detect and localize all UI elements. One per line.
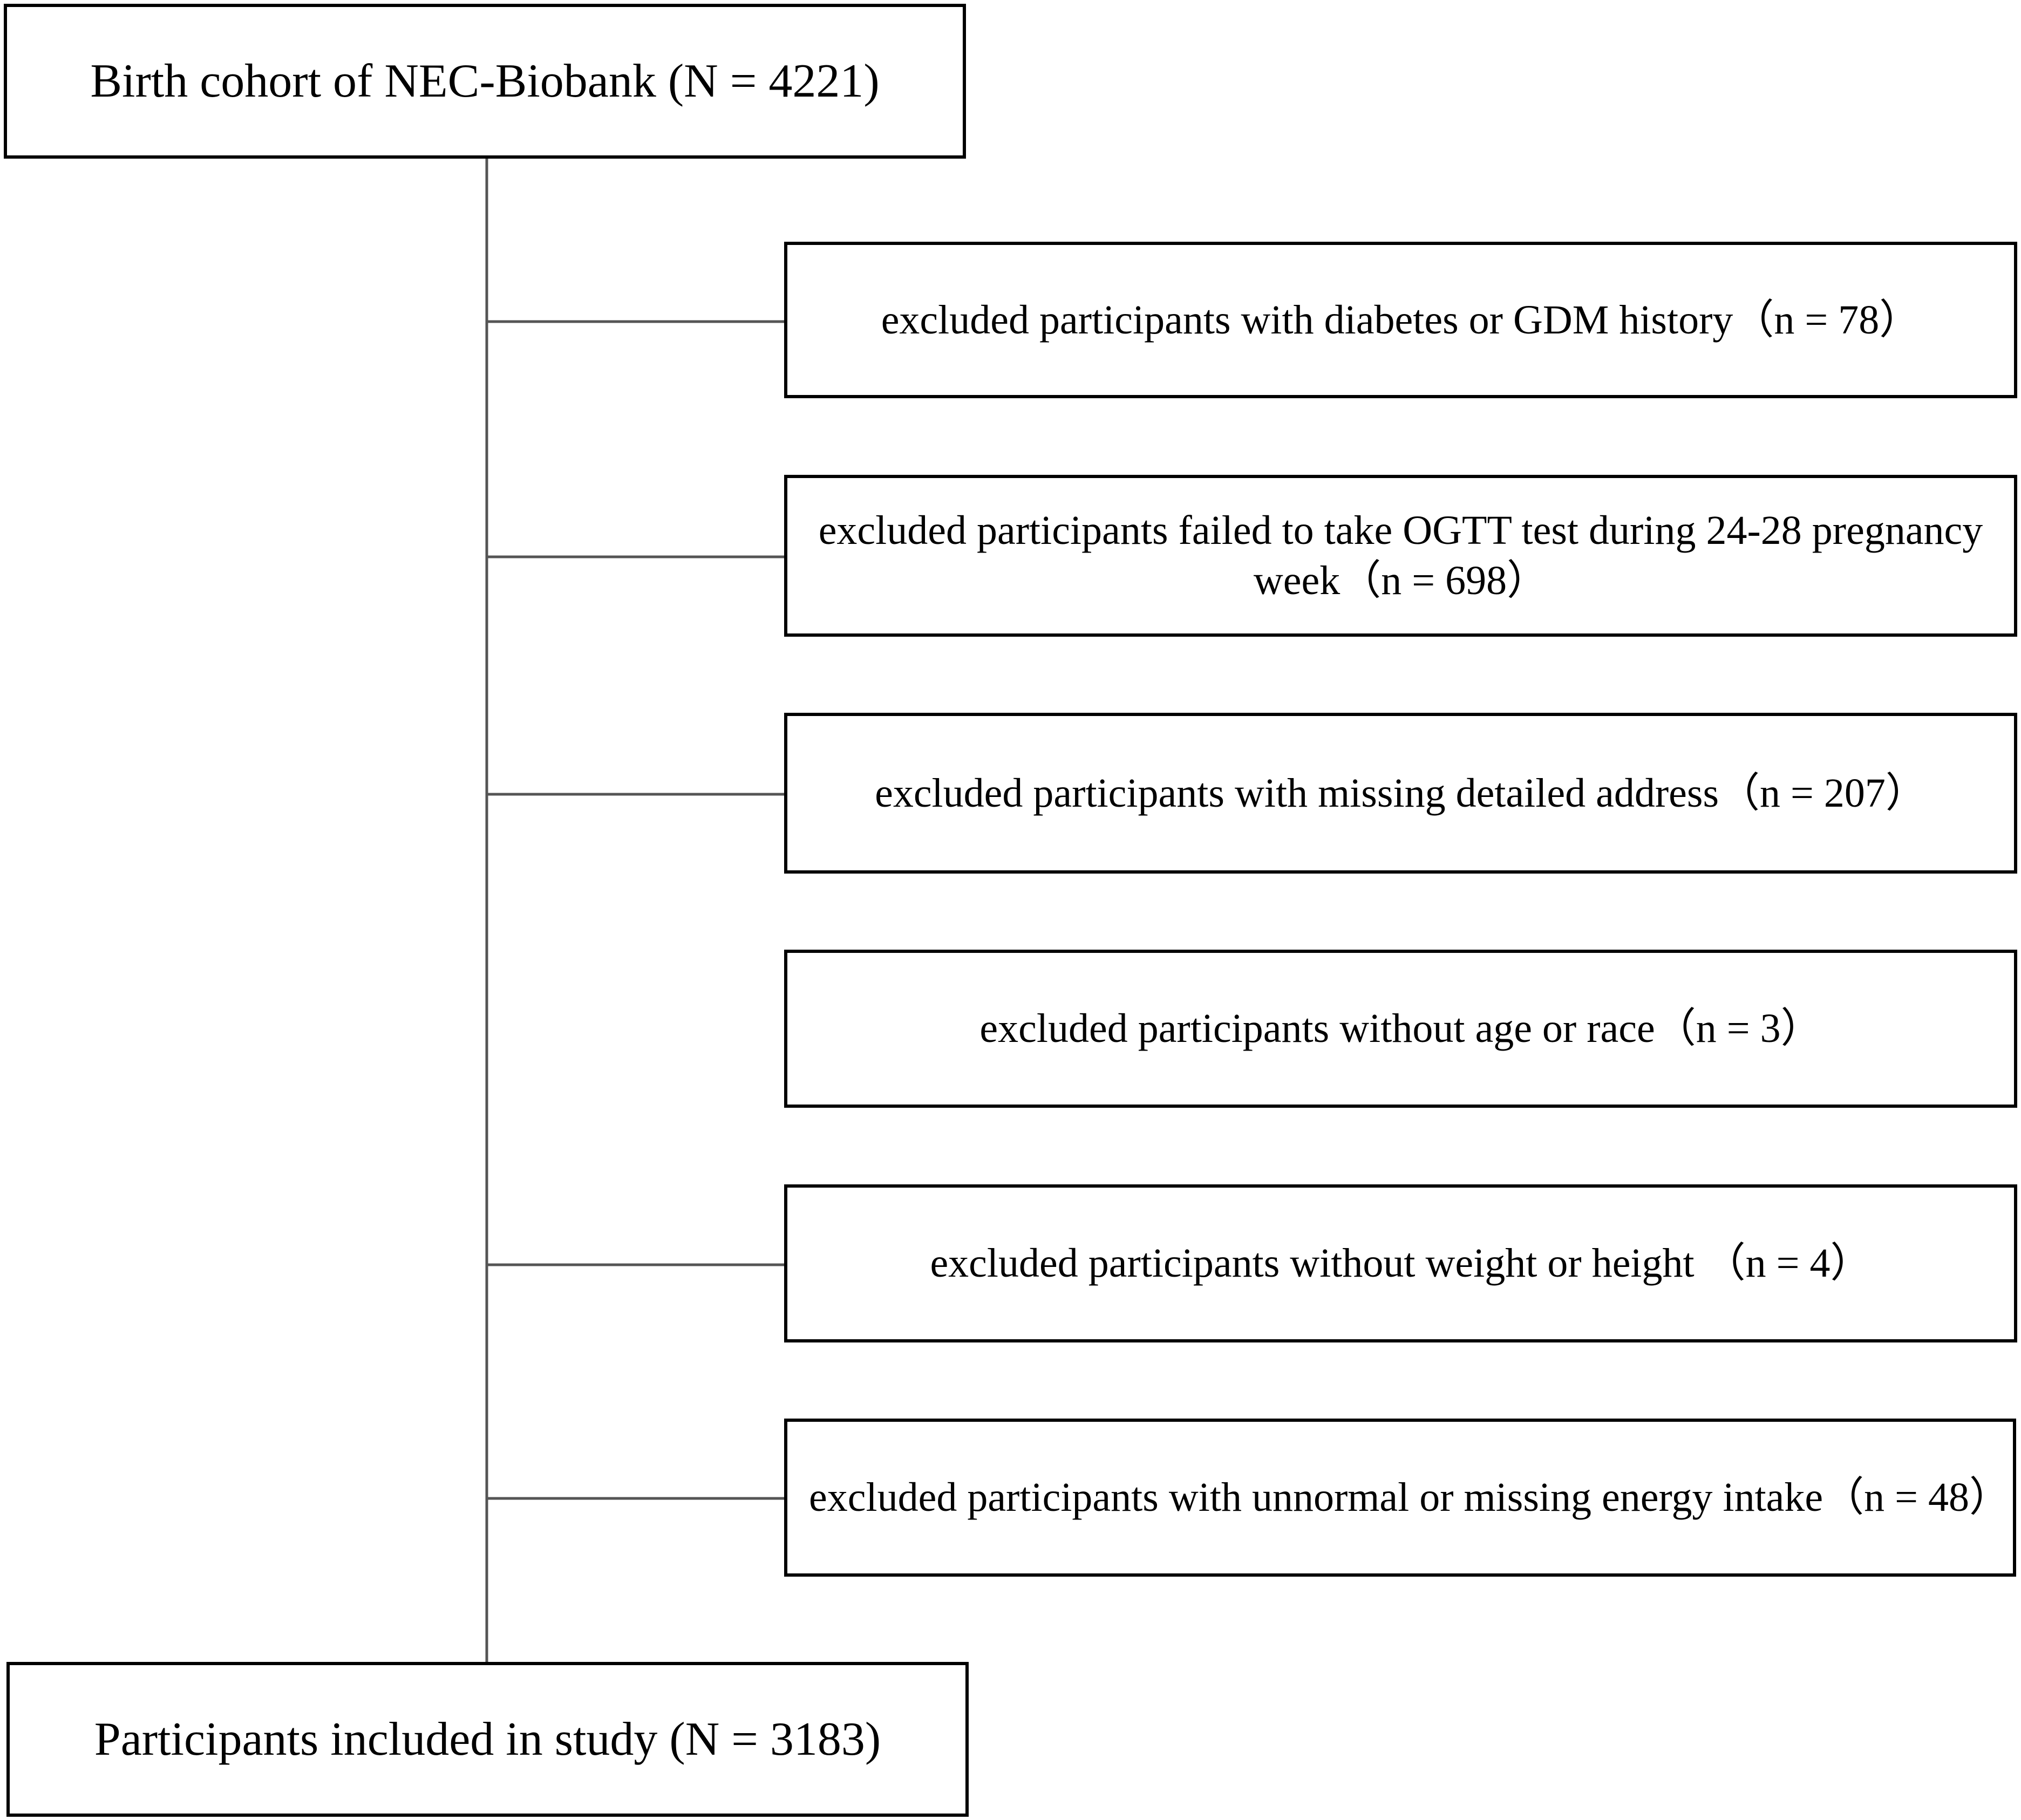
exclusion-box-2-text: excluded participants failed to take OGT… bbox=[818, 508, 1983, 603]
exclusion-box-1: excluded participants with diabetes or G… bbox=[784, 242, 2017, 398]
exclusion-box-5: excluded participants without weight or … bbox=[784, 1184, 2017, 1342]
exclusion-box-1-text: excluded participants with diabetes or G… bbox=[881, 297, 1921, 343]
exclusion-box-6: excluded participants with unnormal or m… bbox=[784, 1419, 2016, 1577]
exclusion-box-4: excluded participants without age or rac… bbox=[784, 950, 2017, 1108]
start-box: Birth cohort of NEC-Biobank (N = 4221) bbox=[4, 4, 966, 159]
start-box-text: Birth cohort of NEC-Biobank (N = 4221) bbox=[90, 54, 880, 107]
end-box-text: Participants included in study (N = 3183… bbox=[94, 1713, 881, 1766]
exclusion-box-4-text: excluded participants without age or rac… bbox=[979, 1006, 1822, 1052]
exclusion-box-2: excluded participants failed to take OGT… bbox=[784, 475, 2017, 637]
exclusion-box-3: excluded participants with missing detai… bbox=[784, 713, 2017, 874]
exclusion-box-5-text: excluded participants without weight or … bbox=[930, 1240, 1872, 1286]
end-box: Participants included in study (N = 3183… bbox=[6, 1662, 969, 1817]
exclusion-box-6-text: excluded participants with unnormal or m… bbox=[809, 1475, 2011, 1521]
exclusion-box-3-text: excluded participants with missing detai… bbox=[875, 770, 1927, 816]
